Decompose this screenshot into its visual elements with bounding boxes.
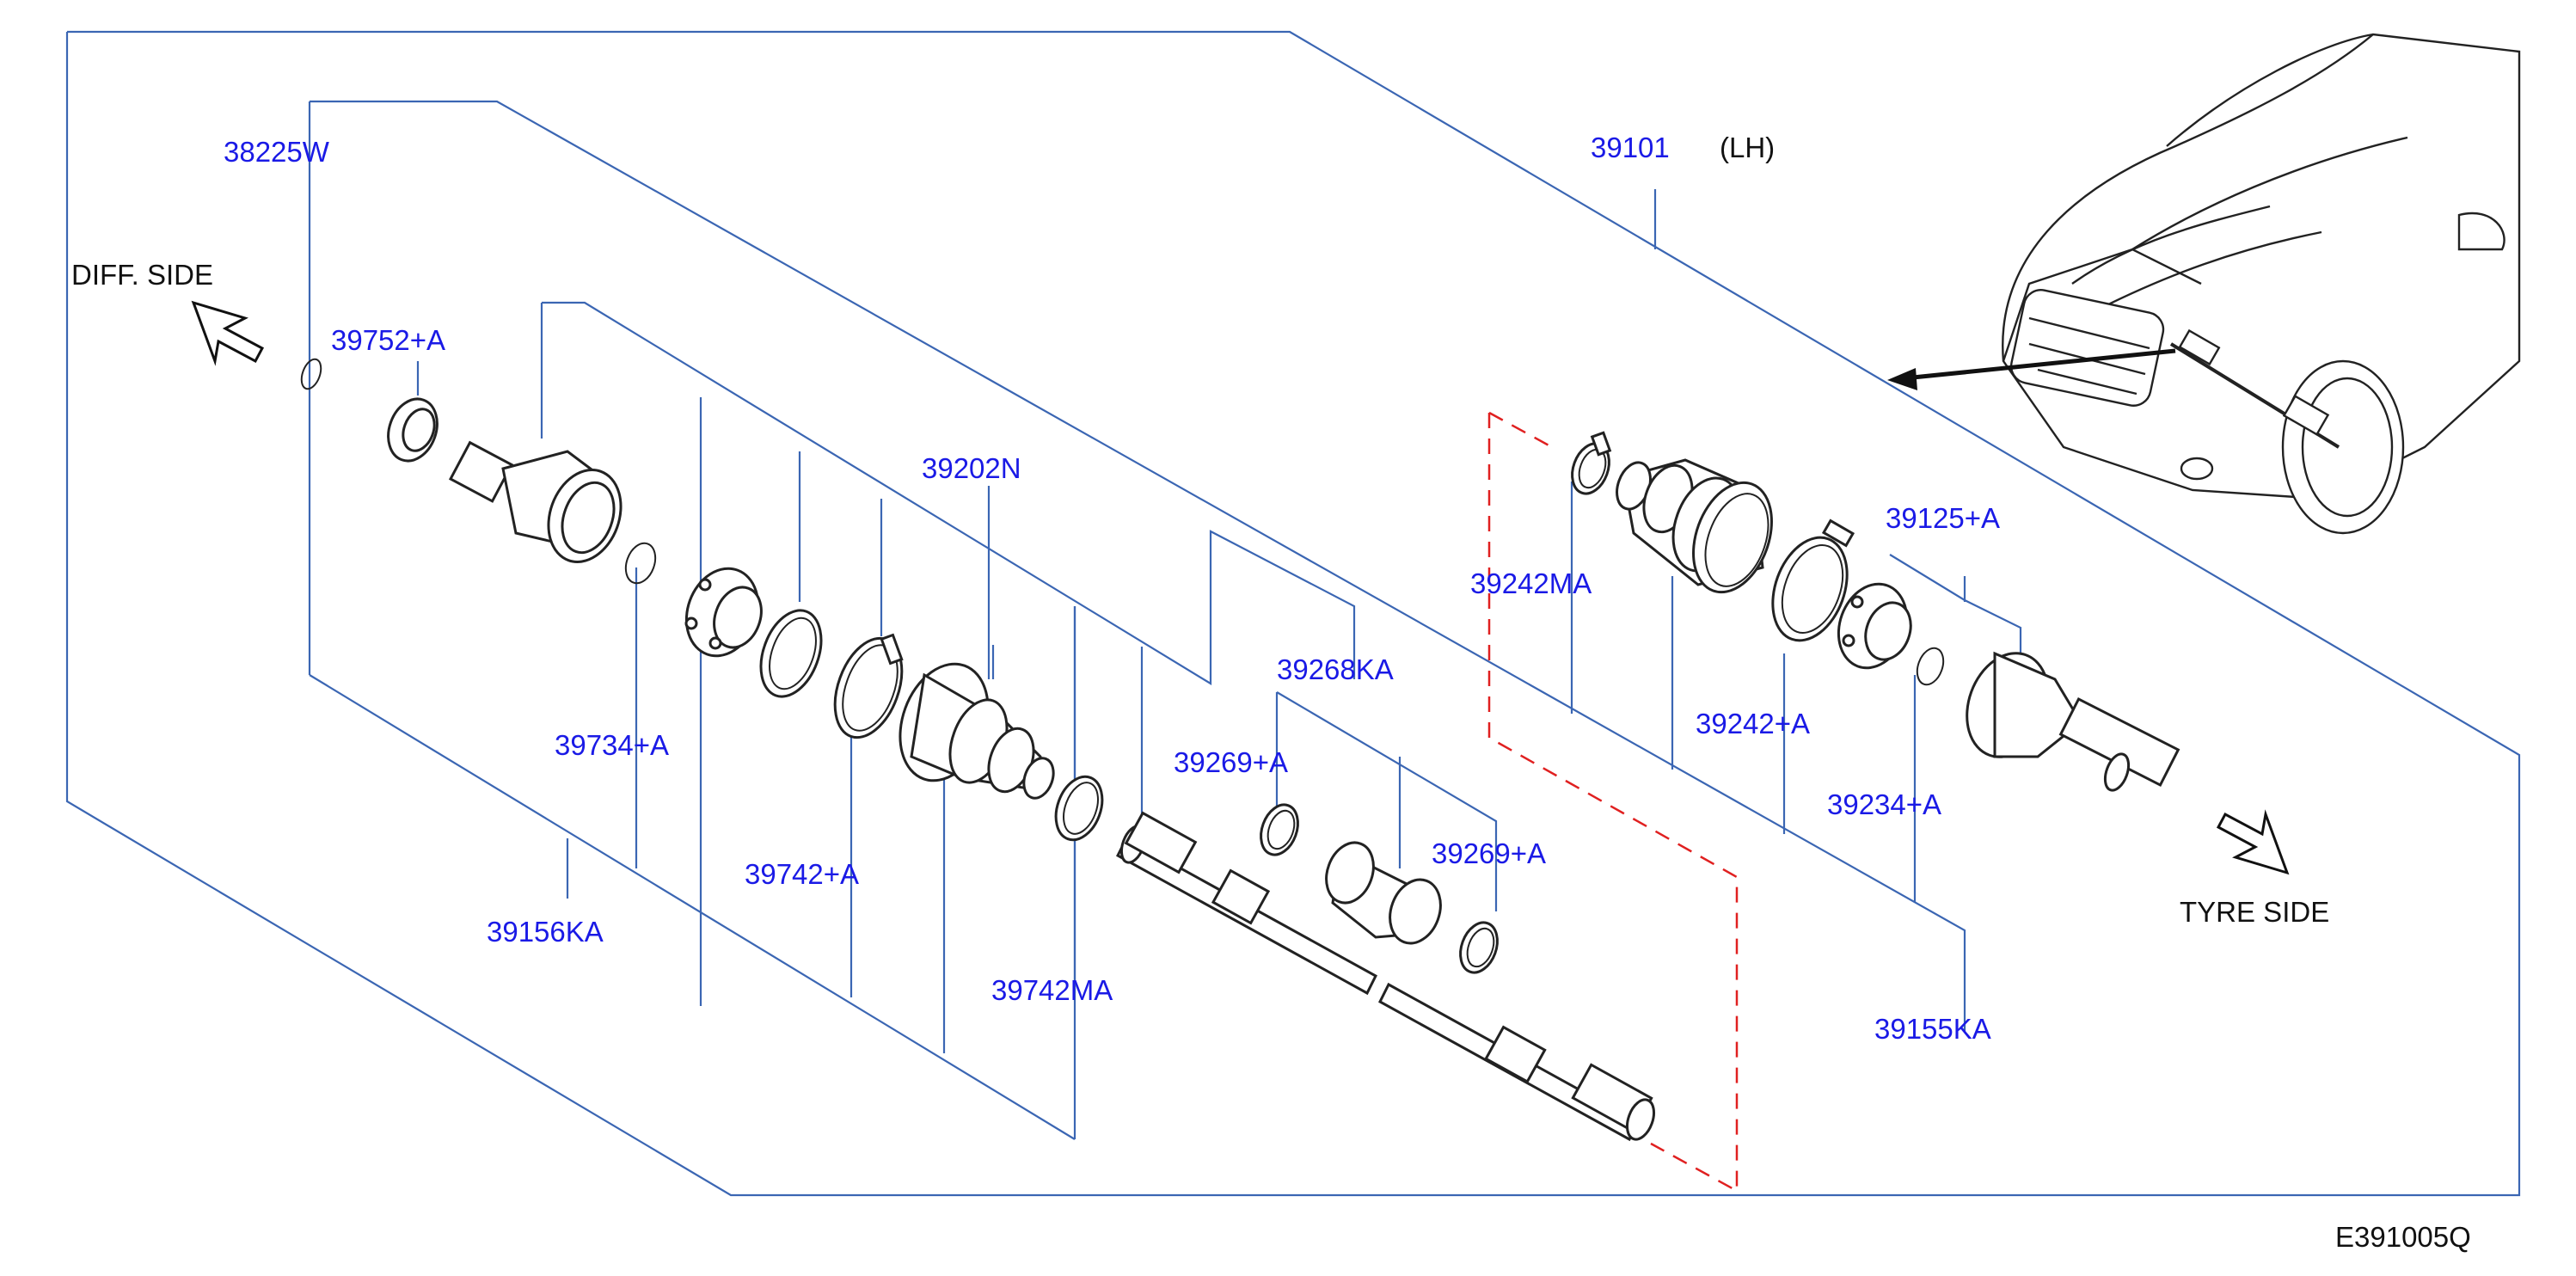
callout-arrow bbox=[1904, 348, 2176, 381]
kit-outline-top bbox=[1488, 411, 1553, 449]
bearing-39752A bbox=[387, 397, 439, 463]
clamp-39269A-right bbox=[1459, 921, 1499, 974]
kit-frame-39268KA bbox=[1275, 691, 1498, 911]
part-39242A[interactable]: 39242+A bbox=[1696, 708, 1810, 739]
ring-39742A-inner bbox=[759, 609, 823, 698]
diff-side-label: DIFF. SIDE bbox=[71, 259, 213, 291]
part-39202N[interactable]: 39202N bbox=[922, 452, 1021, 484]
part-39268KA[interactable]: 39268KA bbox=[1277, 653, 1394, 685]
band-39742A bbox=[833, 633, 904, 739]
outer-joint-39125A bbox=[1966, 651, 2180, 792]
kit-outline-dashed bbox=[1487, 413, 1739, 1193]
circlip-39234A bbox=[1916, 647, 1945, 686]
part-39242MA[interactable]: 39242MA bbox=[1470, 567, 1592, 599]
part-39752A[interactable]: 39752+A bbox=[331, 324, 445, 356]
boot-diff-side bbox=[899, 662, 1055, 800]
spider-assembly bbox=[684, 567, 763, 658]
clamp-39269A-left bbox=[1260, 803, 1299, 856]
joint-inner-39125A bbox=[1837, 582, 1912, 670]
housing-diff-side bbox=[448, 440, 623, 563]
arrow-tyre-side-icon bbox=[2216, 809, 2290, 875]
vehicle-illustration bbox=[2002, 33, 2521, 535]
boot-tyre-side bbox=[1616, 458, 1773, 594]
circlip-39734A bbox=[624, 542, 657, 585]
drive-shaft bbox=[1116, 811, 1656, 1142]
part-39155KA[interactable]: 39155KA bbox=[1874, 1013, 1991, 1045]
part-39156KA[interactable]: 39156KA bbox=[487, 916, 604, 948]
kit-frame-39156KA bbox=[308, 100, 1966, 1140]
part-39742MA[interactable]: 39742MA bbox=[991, 974, 1113, 1006]
leader-lines bbox=[416, 361, 2022, 1053]
part-39125A[interactable]: 39125+A bbox=[1886, 502, 2000, 534]
assembly-side: (LH) bbox=[1720, 132, 1775, 163]
part-39269A-right[interactable]: 39269+A bbox=[1432, 837, 1546, 869]
assembly-frame bbox=[65, 30, 2521, 1197]
part-38225W[interactable]: 38225W bbox=[224, 136, 330, 168]
damper-39268KA bbox=[1325, 841, 1442, 945]
kit-frame-39202N bbox=[540, 301, 1356, 685]
part-39234A[interactable]: 39234+A bbox=[1827, 788, 1941, 820]
arrow-diff-side-icon bbox=[191, 300, 265, 366]
part-39734A[interactable]: 39734+A bbox=[555, 729, 669, 761]
part-39269A-left[interactable]: 39269+A bbox=[1174, 746, 1288, 778]
band-39242MA bbox=[1571, 431, 1612, 495]
assembly-part-number[interactable]: 39101 bbox=[1591, 132, 1670, 163]
snap-ring-38225W bbox=[300, 358, 322, 390]
callout-arrowhead bbox=[1887, 368, 1917, 390]
tyre-side-label: TYRE SIDE bbox=[2180, 896, 2329, 928]
band-39742MA bbox=[1054, 775, 1104, 842]
diagram-code: E391005Q bbox=[2335, 1221, 2471, 1253]
band-39242A bbox=[1771, 518, 1855, 642]
part-39742A[interactable]: 39742+A bbox=[745, 858, 859, 890]
